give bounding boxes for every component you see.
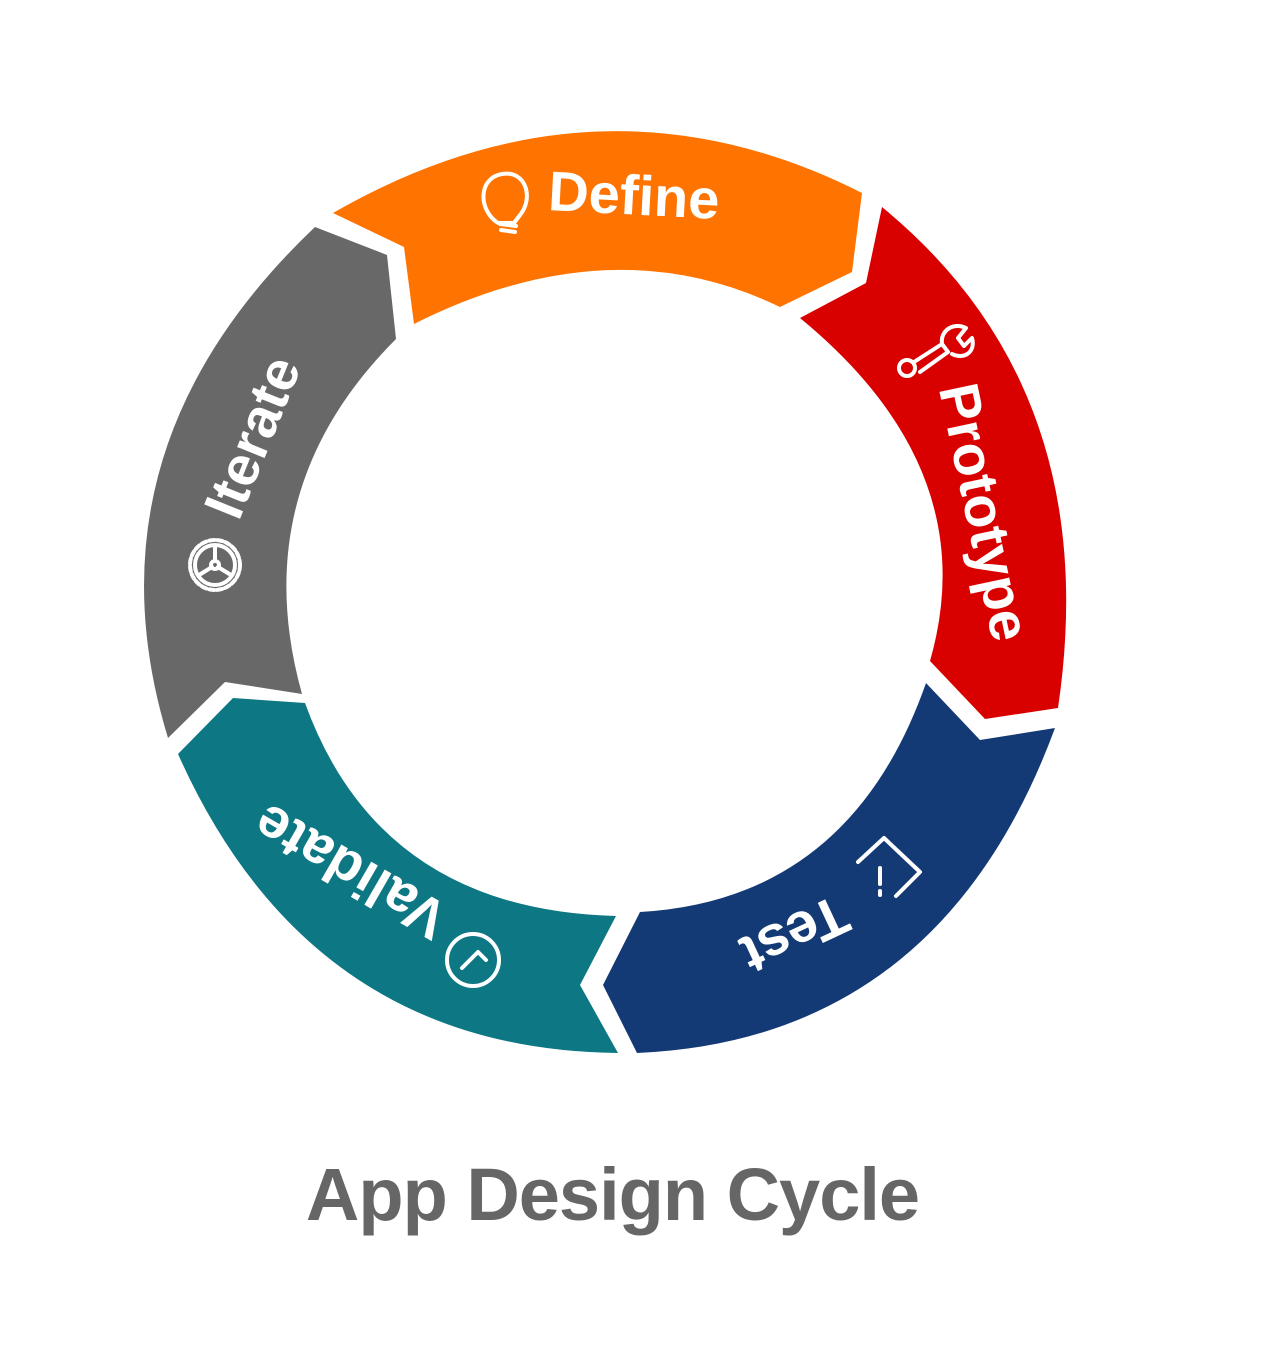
wrench-icon bbox=[897, 324, 975, 378]
check-circle-icon bbox=[445, 932, 501, 988]
stage-validate: Validate bbox=[178, 698, 618, 1053]
stage-iterate: Iterate bbox=[144, 227, 396, 738]
diagram-title: App Design Cycle bbox=[305, 1153, 920, 1236]
stage-test-segment bbox=[603, 683, 1055, 1053]
stage-define-label: Define bbox=[547, 159, 721, 231]
stage-validate-segment bbox=[178, 698, 618, 1053]
stage-define: Define bbox=[333, 131, 862, 324]
lightbulb-icon bbox=[481, 171, 529, 234]
stage-define-segment bbox=[333, 131, 862, 324]
stage-iterate-segment bbox=[144, 227, 396, 738]
stage-prototype: Prototype bbox=[800, 207, 1067, 719]
stage-test: Test bbox=[603, 683, 1055, 1053]
gear-icon bbox=[188, 538, 242, 592]
stage-prototype-segment bbox=[800, 207, 1067, 719]
edit-square-icon bbox=[856, 836, 922, 898]
